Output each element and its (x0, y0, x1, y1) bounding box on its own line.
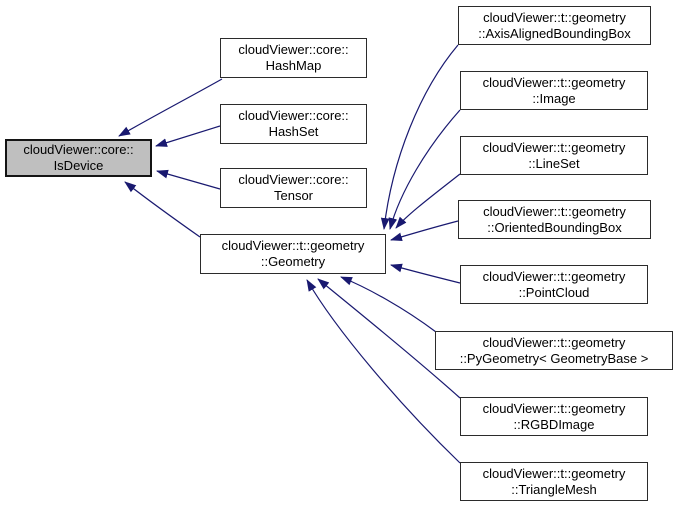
edge-hashset-isdevice (155, 125, 221, 147)
edge-geometry-isdevice (124, 181, 201, 238)
node-label-line1: cloudViewer::t::geometry (483, 203, 626, 219)
edge-aabb-geometry (380, 44, 459, 230)
node-label-line1: cloudViewer::t::geometry (482, 74, 626, 90)
edge-rgbdimage-geometry (317, 278, 461, 399)
node-cloudviewer-t-geometry-trianglemesh[interactable]: cloudViewer::t::geometry ::TriangleMesh (460, 462, 648, 501)
node-label-line2: ::LineSet (528, 155, 580, 171)
node-label-line2: HashMap (265, 58, 322, 73)
node-label-line2: ::Geometry (260, 254, 326, 269)
node-label-line1: cloudViewer::t::geometry (482, 400, 626, 416)
node-label-line2: ::OrientedBoundingBox (487, 219, 622, 235)
node-cloudviewer-t-geometry-orientedboundingbox[interactable]: cloudViewer::t::geometry ::OrientedBound… (458, 200, 651, 239)
node-label-line2: ::RGBDImage (513, 416, 595, 432)
node-cloudviewer-t-geometry-lineset[interactable]: cloudViewer::t::geometry ::LineSet (460, 136, 648, 175)
node-label-line1: cloudViewer::t::geometry (482, 465, 626, 481)
node-label-line1: cloudViewer::t::geometry (221, 238, 365, 253)
node-label-line1: cloudViewer::t::geometry (483, 9, 626, 25)
node-label-line2: ::PointCloud (518, 284, 590, 300)
node-label-line1: cloudViewer::core:: (238, 108, 349, 123)
node-label-line1: cloudViewer::t::geometry (482, 334, 626, 350)
node-cloudviewer-t-geometry-axisalignedboundingbox[interactable]: cloudViewer::t::geometry ::AxisAlignedBo… (458, 6, 651, 45)
node-cloudviewer-t-geometry-pointcloud[interactable]: cloudViewer::t::geometry ::PointCloud (460, 265, 648, 304)
node-cloudviewer-core-hashmap[interactable]: cloudViewer::core:: HashMap (220, 38, 367, 78)
node-label-line2: Tensor (273, 188, 314, 203)
edge-hashmap-isdevice (118, 78, 223, 137)
edge-image-geometry (388, 109, 461, 230)
node-cloudviewer-t-geometry-geometry[interactable]: cloudViewer::t::geometry ::Geometry (200, 234, 386, 274)
edge-pygeometry-geometry (340, 276, 437, 333)
node-cloudviewer-t-geometry-rgbdimage[interactable]: cloudViewer::t::geometry ::RGBDImage (460, 397, 648, 436)
node-cloudviewer-core-hashset[interactable]: cloudViewer::core:: HashSet (220, 104, 367, 144)
node-cloudviewer-core-isdevice: cloudViewer::core:: IsDevice (5, 139, 152, 177)
node-cloudviewer-t-geometry-image[interactable]: cloudViewer::t::geometry ::Image (460, 71, 648, 110)
node-label-line2: ::Image (532, 90, 576, 106)
edge-lineset-geometry (395, 173, 461, 229)
node-label-line2: ::TriangleMesh (511, 481, 597, 497)
edge-pointcloud-geometry (390, 263, 461, 284)
node-label-line2: ::AxisAlignedBoundingBox (478, 25, 631, 41)
node-label-line2: ::PyGeometry< GeometryBase > (459, 350, 649, 366)
node-label-line1: cloudViewer::t::geometry (482, 268, 626, 284)
node-label-line2: HashSet (268, 124, 319, 139)
edge-tensor-isdevice (156, 169, 221, 190)
edge-obb-geometry (390, 220, 459, 242)
node-label-line2: IsDevice (53, 158, 104, 173)
edge-trianglemesh-geometry (306, 279, 461, 464)
node-label-line1: cloudViewer::core:: (23, 142, 134, 157)
node-label-line1: cloudViewer::t::geometry (482, 139, 626, 155)
node-label-line1: cloudViewer::core:: (238, 42, 349, 57)
node-cloudviewer-t-geometry-pygeometry[interactable]: cloudViewer::t::geometry ::PyGeometry< G… (435, 331, 673, 370)
node-label-line1: cloudViewer::core:: (238, 172, 349, 187)
node-cloudviewer-core-tensor[interactable]: cloudViewer::core:: Tensor (220, 168, 367, 208)
